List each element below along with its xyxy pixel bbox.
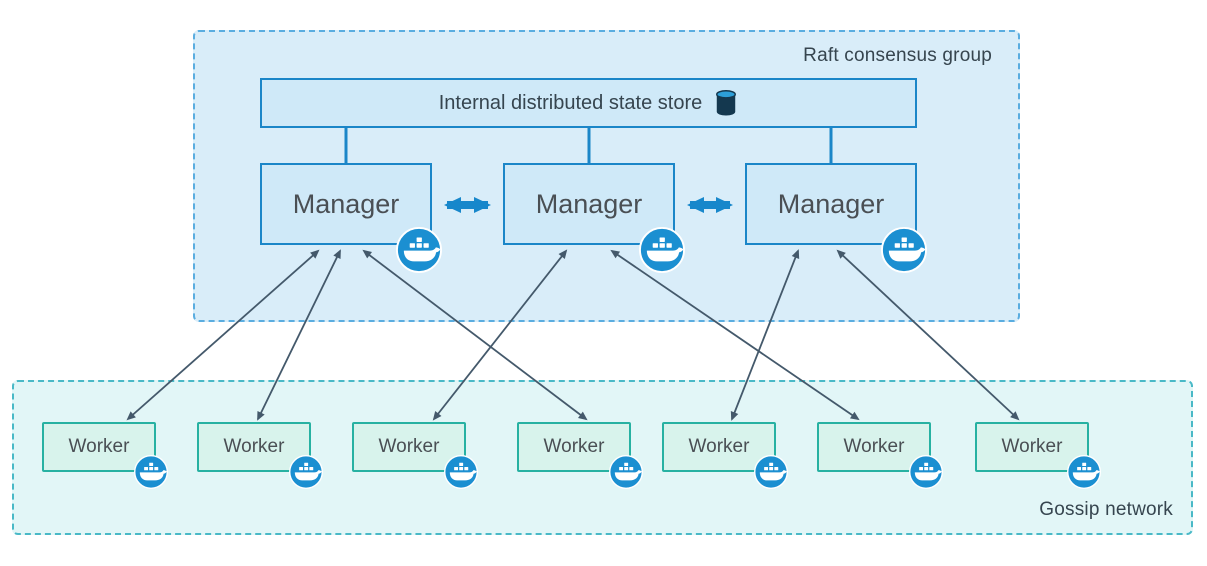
worker-node-1: Worker <box>42 422 156 472</box>
state-store-box: Internal distributed state store <box>260 78 917 128</box>
worker-node-3: Worker <box>352 422 466 472</box>
docker-whale-icon <box>289 455 323 489</box>
state-store-label: Internal distributed state store <box>438 91 703 114</box>
manager-node-2: Manager <box>503 163 675 245</box>
worker-label: Worker <box>223 436 285 457</box>
worker-node-4: Worker <box>517 422 631 472</box>
docker-whale-icon <box>396 227 442 273</box>
worker-label: Worker <box>378 436 440 457</box>
docker-whale-icon <box>444 455 478 489</box>
docker-whale-icon <box>609 455 643 489</box>
worker-label: Worker <box>843 436 905 457</box>
manager-node-3: Manager <box>745 163 917 245</box>
manager-label: Manager <box>535 188 643 219</box>
gossip-network-label: Gossip network <box>1039 499 1173 520</box>
worker-node-7: Worker <box>975 422 1089 472</box>
worker-node-6: Worker <box>817 422 931 472</box>
docker-whale-icon <box>134 455 168 489</box>
worker-node-2: Worker <box>197 422 311 472</box>
worker-label: Worker <box>1001 436 1063 457</box>
worker-label: Worker <box>68 436 130 457</box>
docker-whale-icon <box>639 227 685 273</box>
manager-label: Manager <box>292 188 400 219</box>
docker-whale-icon <box>909 455 943 489</box>
manager-label: Manager <box>777 188 885 219</box>
database-cylinder-icon <box>714 89 738 117</box>
docker-whale-icon <box>754 455 788 489</box>
manager-node-1: Manager <box>260 163 432 245</box>
raft-group-label: Raft consensus group <box>803 45 992 66</box>
worker-label: Worker <box>688 436 750 457</box>
worker-node-5: Worker <box>662 422 776 472</box>
worker-label: Worker <box>543 436 605 457</box>
docker-whale-icon <box>1067 455 1101 489</box>
docker-whale-icon <box>881 227 927 273</box>
